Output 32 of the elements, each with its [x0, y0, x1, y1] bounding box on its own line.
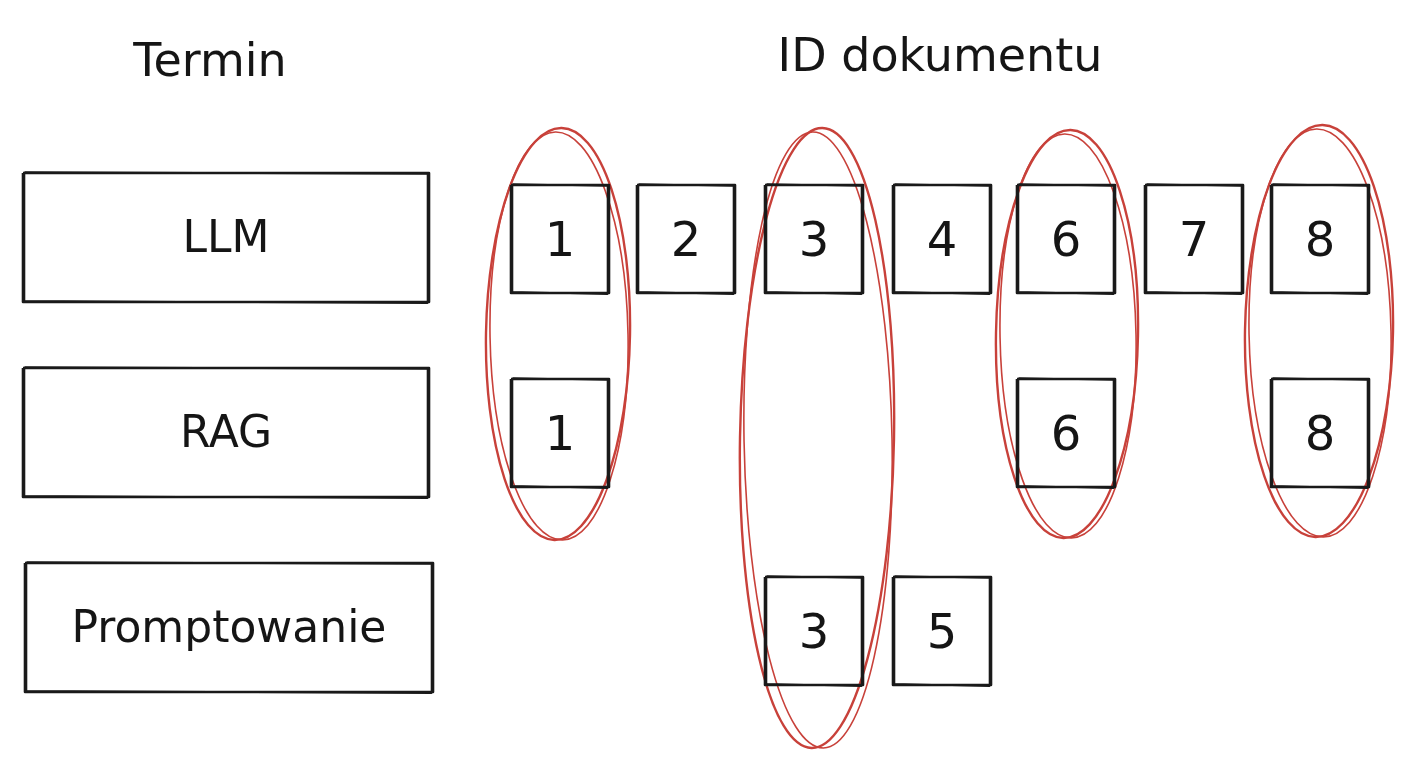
document-id-box — [762, 182, 866, 296]
document-id-box — [890, 574, 994, 688]
document-id-box — [762, 574, 866, 688]
document-id: 6 — [1050, 212, 1082, 266]
document-id-box — [1142, 182, 1246, 296]
term-label: Promptowanie — [71, 603, 387, 652]
document-id: 2 — [670, 212, 702, 266]
column-header: Termin — [133, 34, 287, 86]
document-id-box — [1268, 182, 1372, 296]
document-id: 5 — [926, 604, 958, 658]
document-id-box — [1268, 376, 1372, 490]
document-id-box — [1014, 376, 1118, 490]
document-id: 1 — [544, 212, 576, 266]
document-id-box — [890, 182, 994, 296]
document-id: 7 — [1178, 212, 1210, 266]
term-box — [20, 365, 432, 500]
document-id-box — [508, 376, 612, 490]
column-header: ID dokumentu — [777, 29, 1103, 81]
document-id: 4 — [926, 212, 958, 266]
document-id-box — [1014, 182, 1118, 296]
term-label: LLM — [182, 213, 270, 262]
term-box — [20, 170, 432, 305]
document-id: 1 — [544, 406, 576, 460]
document-id-box — [634, 182, 738, 296]
document-id: 6 — [1050, 406, 1082, 460]
document-id: 3 — [798, 212, 830, 266]
document-id: 8 — [1304, 212, 1336, 266]
document-id: 3 — [798, 604, 830, 658]
term-box — [22, 560, 436, 695]
term-label: RAG — [179, 408, 273, 457]
document-id: 8 — [1304, 406, 1336, 460]
document-id-box — [508, 182, 612, 296]
